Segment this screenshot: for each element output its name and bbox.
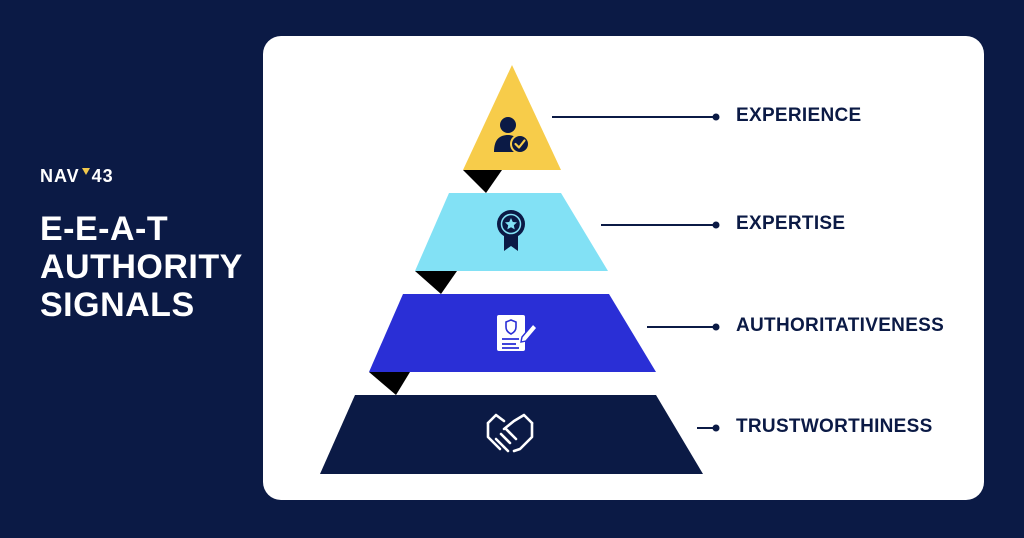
logo-text-number: 43 [91, 166, 114, 186]
logo-accent-icon [81, 168, 90, 175]
award-badge-icon [497, 210, 525, 251]
label-expertise: EXPERTISE [736, 213, 846, 234]
connector-authoritativeness [647, 323, 720, 331]
handshake-icon [486, 413, 534, 453]
title-line-1: E-E-A-T [40, 210, 169, 248]
label-experience: EXPERIENCE [736, 105, 862, 126]
certified-document-icon [497, 315, 538, 351]
fold-shadow-3 [369, 372, 410, 395]
nav43-logo: NAV 43 [40, 166, 114, 187]
title-line-3: SIGNALS [40, 286, 195, 324]
user-check-icon [494, 117, 530, 154]
tier-experience [463, 65, 561, 170]
connector-experience [552, 113, 720, 121]
eeat-pyramid-diagram [320, 65, 720, 474]
label-trustworthiness: TRUSTWORTHINESS [736, 416, 933, 437]
fold-shadow-1 [463, 170, 502, 193]
pyramid-card: EXPERIENCE EXPERTISE AUTHORITATIVENESS T… [263, 36, 984, 500]
logo-text-nav: NAV [40, 166, 80, 186]
connector-trustworthiness [697, 424, 720, 432]
fold-shadow-2 [415, 271, 457, 294]
page-title: E-E-A-T AUTHORITY SIGNALS [40, 210, 243, 324]
label-authoritativeness: AUTHORITATIVENESS [736, 315, 945, 336]
connector-expertise [601, 221, 720, 229]
title-line-2: AUTHORITY [40, 248, 243, 286]
